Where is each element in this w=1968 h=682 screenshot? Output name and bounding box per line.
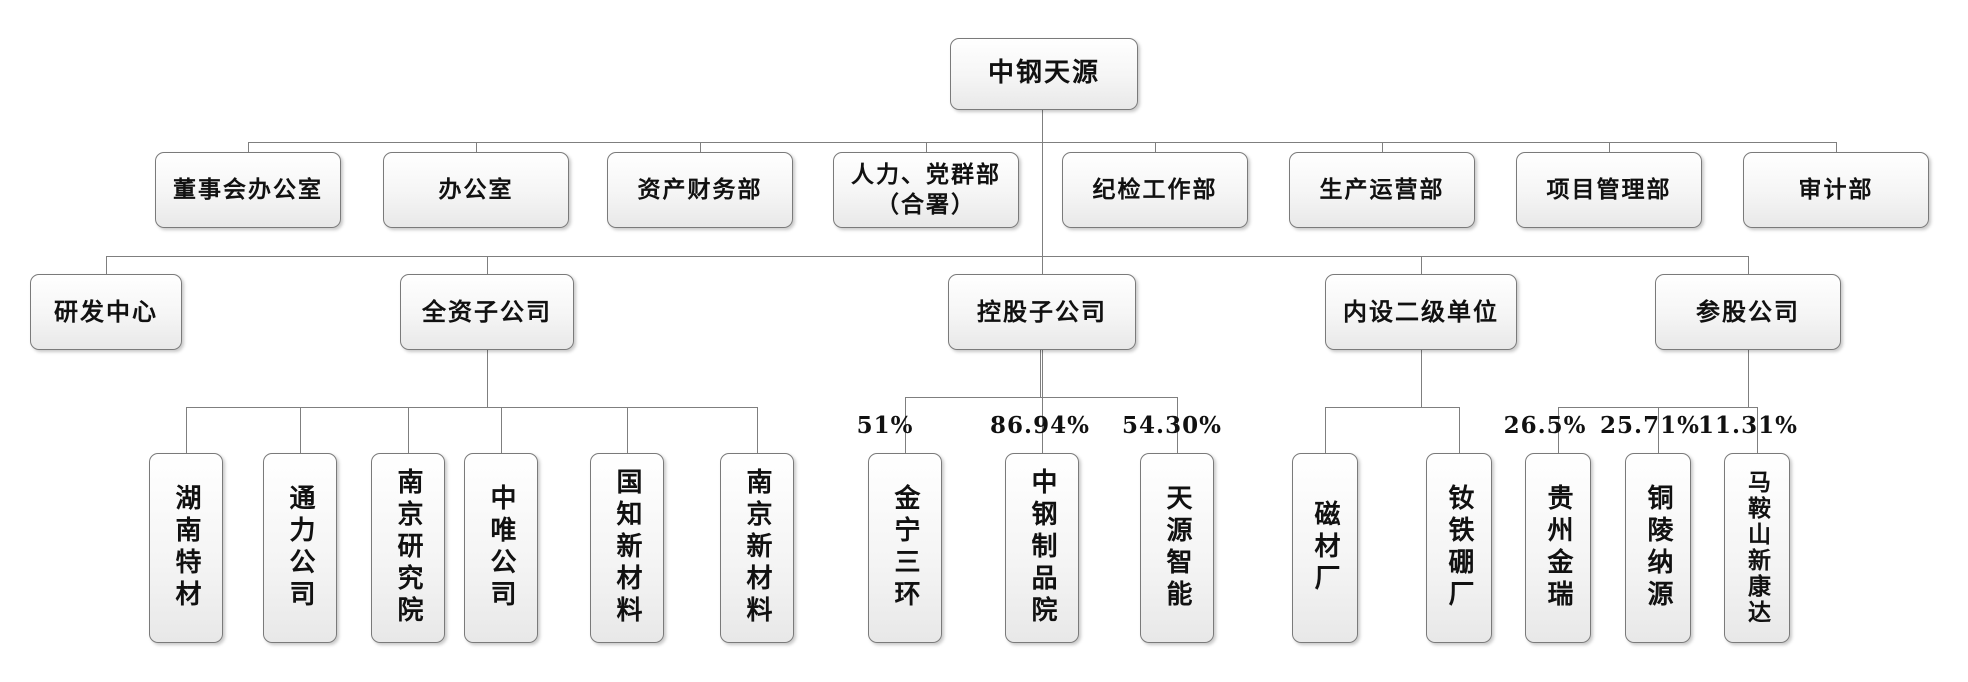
share-label: 86.94% [990,412,1090,439]
org-node-label: 资产财务部 [637,176,763,204]
connector-drop [1757,407,1758,453]
org-node-label: 中唯公司 [486,484,516,612]
connector-drop [408,407,409,453]
connector-drop [1459,407,1460,453]
org-node-production: 生产运营部 [1289,152,1475,228]
connector-stub [106,256,107,274]
org-node-label: 内设二级单位 [1343,297,1499,327]
org-node-asset-finance: 资产财务部 [607,152,793,228]
org-node-hunan-tecai: 湖南特材 [149,453,223,643]
org-node-label: 纪检工作部 [1092,176,1218,204]
org-node-label: 中钢制品院 [1027,468,1057,628]
org-node-label: 铜陵纳源 [1643,484,1673,612]
org-node-label: 中钢天源 [987,58,1100,89]
connector-row1-horizontal [248,142,1837,143]
org-node-label: 研发中心 [54,297,158,327]
org-node-zhongwei: 中唯公司 [464,453,538,643]
org-node-label: 参股公司 [1696,297,1800,327]
org-node-label: 审计部 [1798,176,1874,204]
org-node-label: 董事会办公室 [173,176,323,204]
org-node-label: 南京研究院 [393,468,423,628]
connector-stub [1609,142,1610,152]
connector-drop [1658,407,1659,453]
connector-drop [757,407,758,453]
org-node-discipline: 纪检工作部 [1062,152,1248,228]
connector-drop [627,407,628,453]
connector-stub [1382,142,1383,152]
org-node-zhonggang-products: 中钢制品院 [1005,453,1079,643]
org-node-label: 控股子公司 [977,297,1107,327]
org-node-tongling-nayuan: 铜陵纳源 [1625,453,1691,643]
connector-stub [1155,142,1156,152]
connector-drop [186,407,187,453]
connector-drop [300,407,301,453]
org-node-ndfeb-factory: 钕铁硼厂 [1426,453,1492,643]
connector-holding-horizontal [905,397,1178,398]
connector-stub [926,142,927,152]
org-node-label: 通力公司 [285,484,315,612]
connector-internal-vertical [1421,350,1422,407]
org-node-general-office: 办公室 [383,152,569,228]
org-node-label: 磁材厂 [1310,500,1340,596]
share-label: 26.5% [1503,412,1587,439]
org-node-rd-center: 研发中心 [30,274,182,350]
org-node-label: 全资子公司 [422,297,552,327]
org-node-guozhi-materials: 国知新材料 [590,453,664,643]
org-node-holding: 控股子公司 [948,274,1136,350]
share-label: 25.71% [1600,412,1700,439]
org-node-internal-units: 内设二级单位 [1325,274,1517,350]
share-label: 51% [856,412,914,439]
connector-wholly-owned-vertical [487,350,488,407]
connector-stub [1748,256,1749,274]
connector-drop [1042,397,1043,453]
org-node-equity: 参股公司 [1655,274,1841,350]
org-node-jinning-sanhuan: 金宁三环 [868,453,942,643]
org-node-label: 人力、党群部 （合署） [851,161,1001,218]
connector-drop [1325,407,1326,453]
connector-drop [1558,407,1559,453]
org-node-label: 国知新材料 [612,468,642,628]
org-node-audit: 审计部 [1743,152,1929,228]
org-node-board-office: 董事会办公室 [155,152,341,228]
connector-stub [248,142,249,152]
org-node-wholly-owned: 全资子公司 [400,274,574,350]
org-node-tianyuan-智能: 天源智能 [1140,453,1214,643]
org-node-label: 钕铁硼厂 [1444,484,1474,612]
org-node-label: 马鞍山新康达 [1743,470,1771,626]
org-node-hr-party: 人力、党群部 （合署） [833,152,1019,228]
org-node-label: 南京新材料 [742,468,772,628]
org-node-project-mgmt: 项目管理部 [1516,152,1702,228]
connector-root-vertical [1042,110,1043,274]
connector-equity-vertical [1748,350,1749,407]
org-node-magnet-factory: 磁材厂 [1292,453,1358,643]
connector-holding-double-vertical [1040,350,1043,397]
connector-internal-horizontal [1325,407,1460,408]
connector-stub [700,142,701,152]
connector-drop [905,397,906,453]
org-node-label: 项目管理部 [1546,176,1672,204]
connector-wholly-owned-horizontal [186,407,758,408]
org-node-label: 贵州金瑞 [1543,484,1573,612]
connector-drop [501,407,502,453]
connector-stub [487,256,488,274]
org-node-label: 金宁三环 [890,484,920,612]
connector-row2-horizontal [106,256,1749,257]
org-node-root: 中钢天源 [950,38,1138,110]
org-node-nanjing-institute: 南京研究院 [371,453,445,643]
org-node-label: 办公室 [438,176,514,204]
org-node-label: 湖南特材 [171,484,201,612]
connector-stub [1421,256,1422,274]
share-label: 54.30% [1122,412,1222,439]
connector-stub [476,142,477,152]
org-node-maanshan-xinkangda: 马鞍山新康达 [1724,453,1790,643]
share-label: 11.31% [1698,412,1798,439]
connector-stub [1836,142,1837,152]
org-node-label: 天源智能 [1162,484,1192,612]
connector-drop [1177,397,1178,453]
org-node-label: 生产运营部 [1319,176,1445,204]
org-node-nanjing-materials: 南京新材料 [720,453,794,643]
org-node-guizhou-jinrui: 贵州金瑞 [1525,453,1591,643]
org-node-tongli: 通力公司 [263,453,337,643]
